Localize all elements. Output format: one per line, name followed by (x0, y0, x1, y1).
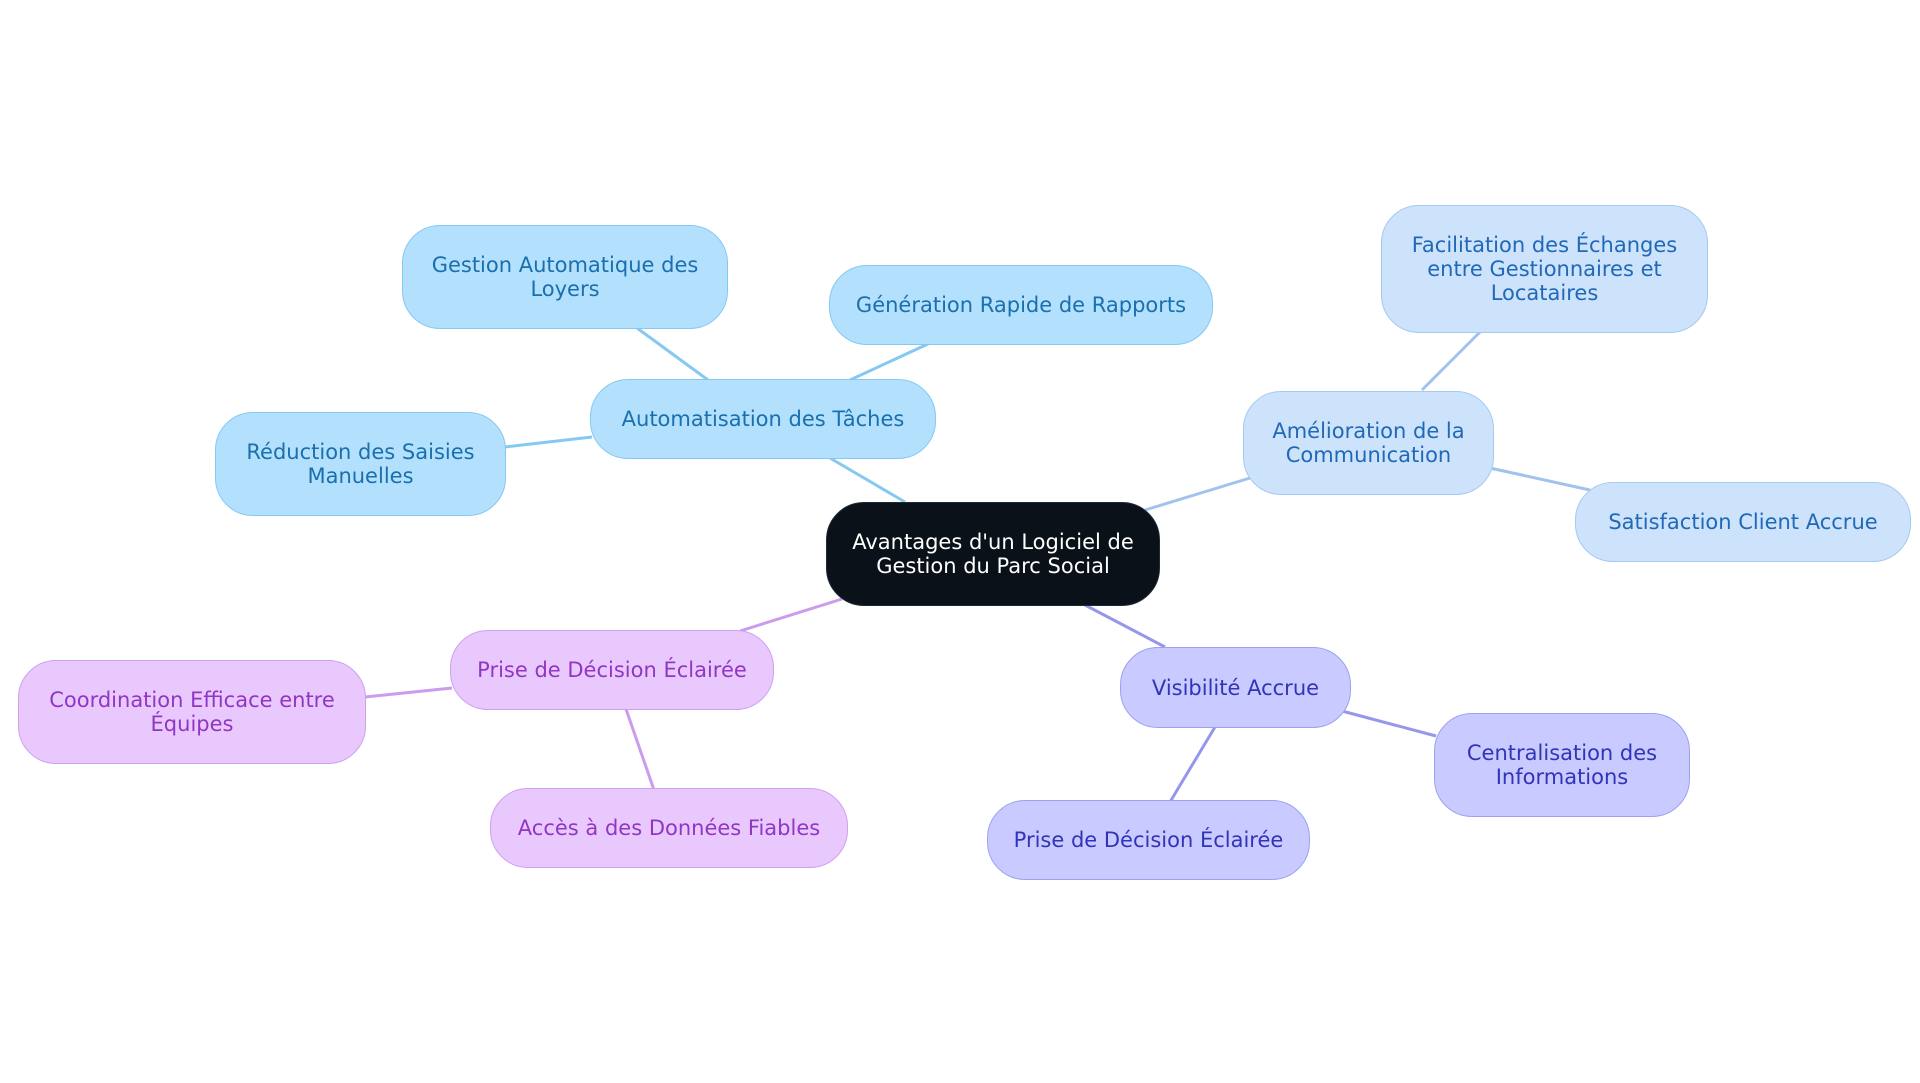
edge-communication-satisfaction (1489, 466, 1591, 492)
branch-visibilite-accrue[interactable]: Visibilité Accrue (1120, 647, 1351, 728)
leaf-centralisation-informations-label: Centralisation des Informations (1466, 741, 1658, 789)
leaf-gestion-automatique-loyers-label: Gestion Automatique des Loyers (431, 253, 699, 301)
leaf-reduction-saisies-manuelles-label: Réduction des Saisies Manuelles (246, 440, 475, 488)
edge-visibilite-centralisation (1341, 709, 1437, 738)
leaf-acces-donnees-fiables-label: Accès à des Données Fiables (517, 816, 821, 840)
leaf-coordination-efficace-equipes-label: Coordination Efficace entre Équipes (49, 688, 335, 736)
edge-prise-decision-acces-donnees (624, 708, 656, 791)
leaf-coordination-efficace-equipes[interactable]: Coordination Efficace entre Équipes (18, 660, 366, 764)
leaf-generation-rapide-rapports-label: Génération Rapide de Rapports (855, 293, 1187, 317)
edge-root-automatisation (829, 456, 906, 504)
branch-amelioration-communication[interactable]: Amélioration de la Communication (1243, 391, 1494, 495)
leaf-reduction-saisies-manuelles[interactable]: Réduction des Saisies Manuelles (215, 412, 506, 516)
branch-automatisation-taches-label: Automatisation des Tâches (621, 407, 905, 431)
root-node-label: Avantages d'un Logiciel de Gestion du Pa… (852, 530, 1134, 578)
edge-automatisation-reduction-saisies (504, 435, 593, 449)
branch-prise-decision-eclairee[interactable]: Prise de Décision Éclairée (450, 630, 774, 710)
leaf-prise-decision-eclairee-visibilite-label: Prise de Décision Éclairée (1013, 828, 1284, 852)
leaf-facilitation-echanges[interactable]: Facilitation des Échanges entre Gestionn… (1381, 205, 1708, 333)
leaf-gestion-automatique-loyers[interactable]: Gestion Automatique des Loyers (402, 225, 728, 329)
edge-automatisation-gestion-loyers (636, 326, 709, 382)
leaf-acces-donnees-fiables[interactable]: Accès à des Données Fiables (490, 788, 848, 868)
branch-amelioration-communication-label: Amélioration de la Communication (1272, 419, 1465, 467)
edge-prise-decision-coordination (364, 686, 453, 699)
leaf-satisfaction-client-accrue[interactable]: Satisfaction Client Accrue (1575, 482, 1911, 562)
branch-prise-decision-eclairee-label: Prise de Décision Éclairée (477, 658, 747, 682)
branch-automatisation-taches[interactable]: Automatisation des Tâches (590, 379, 936, 459)
leaf-facilitation-echanges-label: Facilitation des Échanges entre Gestionn… (1411, 233, 1678, 305)
branch-visibilite-accrue-label: Visibilité Accrue (1151, 675, 1320, 700)
edge-communication-facilitation (1420, 330, 1482, 392)
leaf-generation-rapide-rapports[interactable]: Génération Rapide de Rapports (829, 265, 1213, 345)
edge-visibilite-prise-decision (1168, 726, 1217, 803)
leaf-satisfaction-client-accrue-label: Satisfaction Client Accrue (1608, 510, 1878, 534)
root-node[interactable]: Avantages d'un Logiciel de Gestion du Pa… (826, 502, 1160, 606)
leaf-centralisation-informations[interactable]: Centralisation des Informations (1434, 713, 1690, 817)
edge-root-visibilite (1084, 603, 1166, 649)
leaf-prise-decision-eclairee-visibilite[interactable]: Prise de Décision Éclairée (987, 800, 1310, 880)
edge-root-communication (1144, 476, 1251, 512)
edge-automatisation-generation-rapports (849, 341, 931, 382)
edge-root-prise-decision (739, 597, 843, 633)
